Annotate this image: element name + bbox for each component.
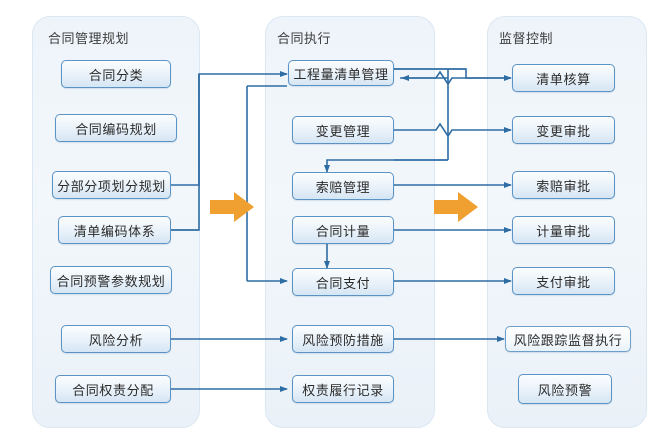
node-execution-3[interactable]: 索赔管理 <box>292 172 394 200</box>
node-execution-2[interactable]: 变更管理 <box>292 116 394 144</box>
node-supervision-4[interactable]: 计量审批 <box>512 216 615 244</box>
node-supervision-3[interactable]: 索赔审批 <box>512 171 615 199</box>
stage-arrow-1 <box>210 192 254 222</box>
node-supervision-2[interactable]: 变更审批 <box>512 116 615 144</box>
node-planning-7[interactable]: 合同权责分配 <box>55 375 171 403</box>
node-planning-4[interactable]: 清单编码体系 <box>58 216 171 244</box>
panel-title-planning: 合同管理规划 <box>48 32 130 47</box>
node-planning-2[interactable]: 合同编码规划 <box>55 114 177 142</box>
node-planning-5[interactable]: 合同预警参数规划 <box>50 266 172 294</box>
panel-title-execution: 合同执行 <box>277 32 332 47</box>
node-supervision-7[interactable]: 风险预警 <box>518 374 612 404</box>
node-planning-1[interactable]: 合同分类 <box>61 60 171 88</box>
node-supervision-1[interactable]: 清单核算 <box>512 64 615 92</box>
node-planning-6[interactable]: 风险分析 <box>61 325 171 353</box>
stage-arrow-2 <box>434 192 478 222</box>
node-execution-6[interactable]: 风险预防措施 <box>292 325 394 353</box>
node-supervision-6[interactable]: 风险跟踪监督执行 <box>505 326 631 352</box>
node-execution-5[interactable]: 合同支付 <box>292 268 394 296</box>
panel-title-supervision: 监督控制 <box>499 32 554 47</box>
node-planning-3[interactable]: 分部分项划分规划 <box>52 171 171 199</box>
node-execution-1[interactable]: 工程量清单管理 <box>288 60 394 86</box>
node-supervision-5[interactable]: 支付审批 <box>512 267 615 295</box>
node-execution-4[interactable]: 合同计量 <box>292 216 394 244</box>
node-execution-7[interactable]: 权责履行记录 <box>292 375 394 403</box>
